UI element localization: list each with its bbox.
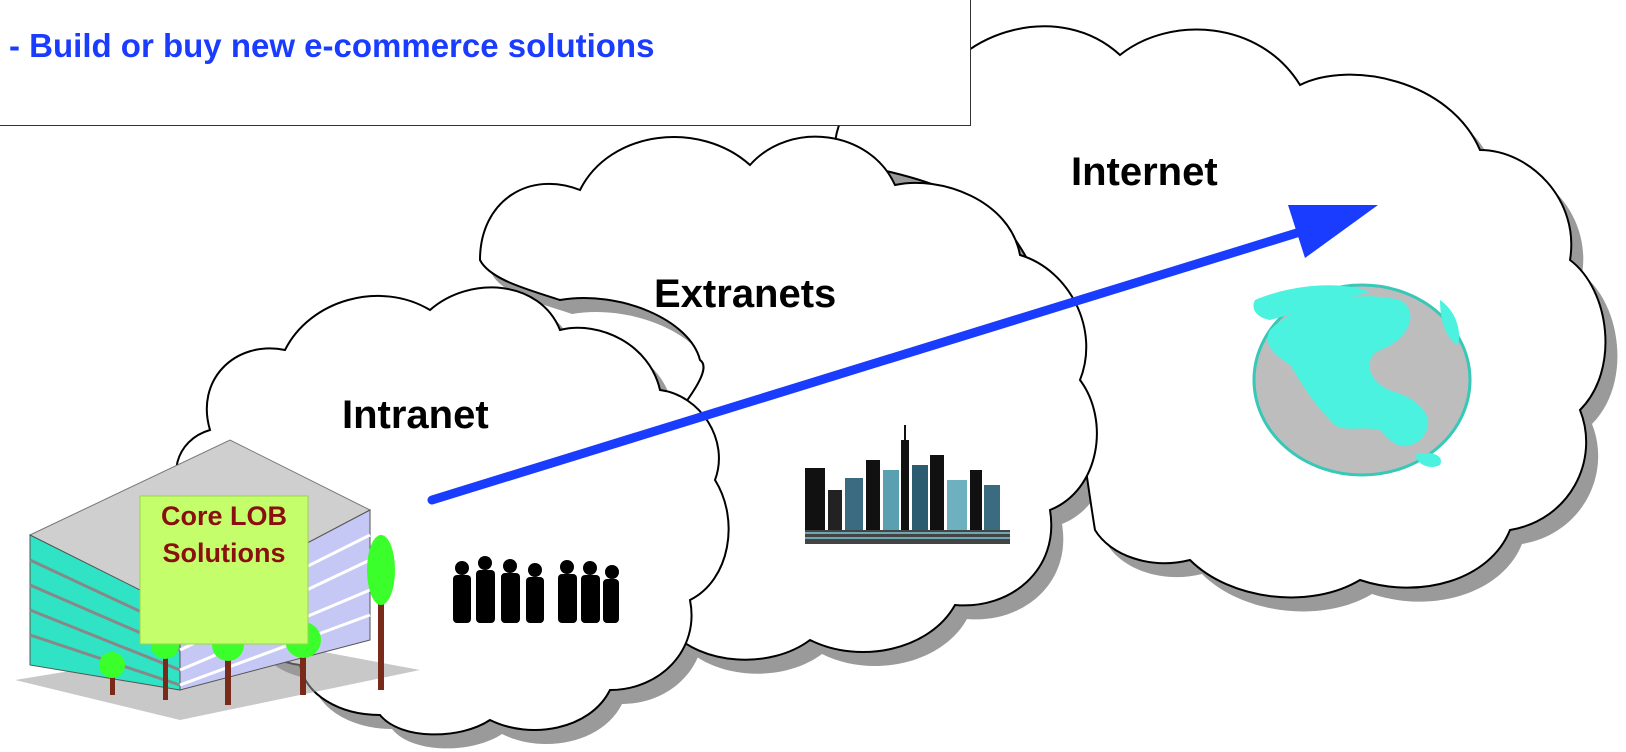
header-text: - Build or buy new e-commerce solutions — [9, 27, 655, 64]
cloud-label-internet: Internet — [1071, 150, 1218, 194]
sign-line-2: Solutions — [162, 538, 286, 568]
cloud-label-intranet: Intranet — [342, 393, 489, 437]
sign-line-1: Core LOB — [160, 501, 287, 531]
header-box: - Build or buy new e-commerce solutions — [0, 0, 971, 126]
city-skyline-icon — [805, 425, 1010, 544]
globe-icon — [1252, 283, 1472, 477]
sign-box — [139, 495, 309, 645]
cloud-label-extranets: Extranets — [654, 272, 837, 316]
sign-text: Core LOB Solutions — [140, 498, 308, 572]
arrow-icon — [427, 205, 1378, 505]
people-silhouette-icon — [453, 556, 619, 623]
